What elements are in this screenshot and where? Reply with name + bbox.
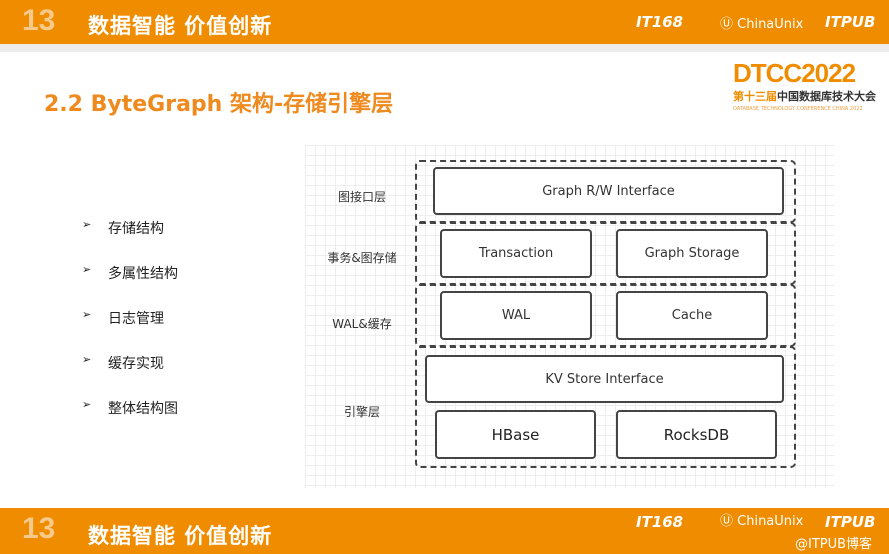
chinaunix-logo: Ⓤ ChinaUnix: [720, 17, 804, 32]
badge-13: 13: [22, 512, 56, 545]
chinaunix-text: ChinaUnix: [737, 514, 804, 529]
slogan: 数据智能 价值创新: [88, 524, 273, 548]
bullet-item: ➢ 整体结构图: [82, 398, 178, 443]
slogan: 数据智能 价值创新: [88, 14, 273, 38]
bullet-item: ➢ 存储结构: [82, 218, 178, 263]
bullet-text: 整体结构图: [108, 401, 178, 417]
bullet-text: 缓存实现: [108, 356, 164, 372]
footer-banner: 13 数据智能 价值创新 IT168 Ⓤ ChinaUnix ITPUB: [0, 508, 889, 554]
dtcc-logo: DTCC2022: [733, 58, 856, 88]
header-banner: 13 数据智能 价值创新 IT168 Ⓤ ChinaUnix ITPUB: [0, 0, 889, 44]
conference-name: 中国数据库技术大会: [777, 90, 876, 103]
bullet-text: 多属性结构: [108, 266, 178, 282]
layer-label: WAL&缓存: [332, 317, 392, 331]
arrow-icon: ➢: [82, 353, 92, 366]
divider: [0, 44, 889, 52]
conference-edition: 第十三届: [733, 90, 777, 103]
arrow-icon: ➢: [82, 398, 92, 411]
bullet-item: ➢ 多属性结构: [82, 263, 178, 308]
bullet-item: ➢ 日志管理: [82, 308, 178, 353]
graph-rw-interface-box: Graph R/W Interface: [433, 167, 784, 215]
layer-engine: [415, 346, 796, 468]
layer-label: 引擎层: [343, 405, 380, 419]
cache-box: Cache: [616, 291, 768, 340]
bullet-list: ➢ 存储结构 ➢ 多属性结构 ➢ 日志管理 ➢ 缓存实现 ➢ 整体结构图: [82, 218, 178, 443]
page-title: 2.2 ByteGraph 架构-存储引擎层: [44, 92, 394, 117]
chinaunix-logo: Ⓤ ChinaUnix: [720, 514, 804, 529]
badge-13: 13: [22, 4, 56, 37]
rocksdb-box: RocksDB: [616, 410, 777, 459]
wal-box: WAL: [440, 291, 592, 340]
it168-logo: IT168: [636, 13, 684, 31]
bullet-text: 存储结构: [108, 221, 164, 237]
transaction-box: Transaction: [440, 229, 592, 278]
kv-store-interface-box: KV Store Interface: [425, 355, 784, 403]
layer-label: 事务&图存储: [327, 251, 397, 265]
itpub-logo: ITPUB: [825, 13, 876, 31]
bullet-text: 日志管理: [108, 311, 164, 327]
bullet-item: ➢ 缓存实现: [82, 353, 178, 398]
conference-subtitle: 第十三届中国数据库技术大会: [733, 90, 876, 103]
hbase-box: HBase: [435, 410, 596, 459]
conference-english: DATABASE TECHNOLOGY CONFERENCE CHINA 202…: [733, 106, 863, 112]
arrow-icon: ➢: [82, 308, 92, 321]
watermark: @ITPUB博客: [795, 537, 873, 552]
itpub-logo: ITPUB: [825, 513, 876, 531]
chinaunix-text: ChinaUnix: [737, 17, 804, 32]
arrow-icon: ➢: [82, 263, 92, 276]
graph-storage-box: Graph Storage: [616, 229, 768, 278]
layer-label: 图接口层: [337, 190, 386, 204]
arrow-icon: ➢: [82, 218, 92, 231]
it168-logo: IT168: [636, 513, 684, 531]
